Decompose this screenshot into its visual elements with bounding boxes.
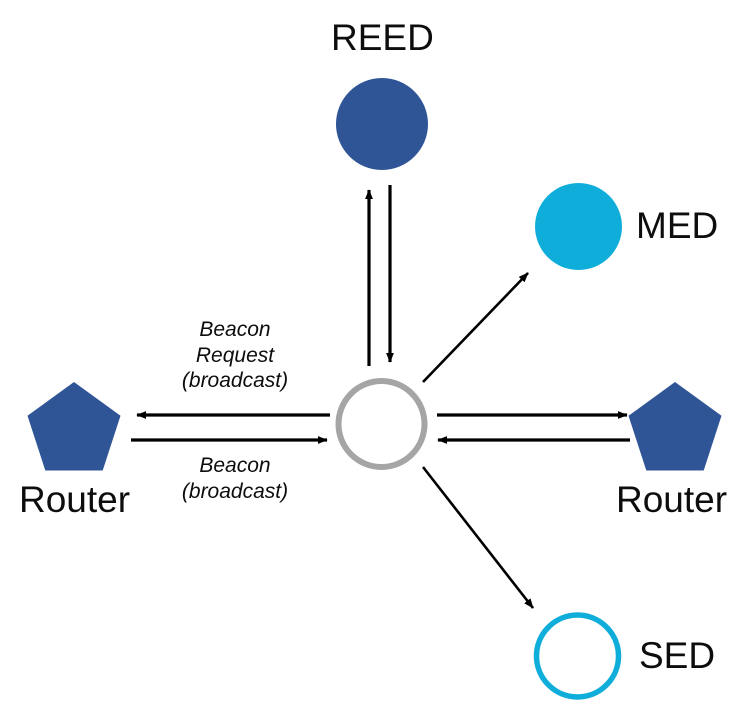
node-label-router-right: Router [616,479,728,520]
node-router-left[interactable] [27,382,121,471]
edge-center-to-sed [421,466,535,609]
node-label-med: MED [636,205,719,246]
node-reed[interactable] [336,78,428,170]
node-router-right[interactable] [628,382,722,471]
edge-label-beacon: Beacon (broadcast) [181,454,289,503]
node-label-sed: SED [639,635,716,676]
node-med[interactable] [535,183,622,270]
node-center[interactable] [335,378,428,470]
edge-center-to-med [422,272,529,383]
node-sed[interactable] [533,612,622,700]
node-label-router-left: Router [19,479,131,520]
node-label-reed: REED [331,17,434,58]
edge-label-beacon-request: Beacon Request (broadcast) [181,318,289,393]
